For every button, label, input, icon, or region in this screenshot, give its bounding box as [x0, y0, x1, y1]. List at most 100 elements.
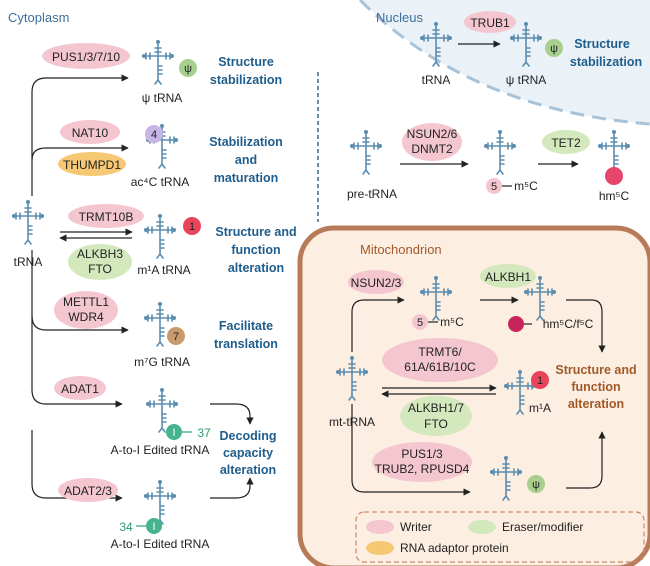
mito-connector-up: [351, 296, 405, 352]
mito-effect-arrow-top: [566, 299, 606, 353]
mito-pus-enzyme-1: PUS1/3: [401, 447, 443, 461]
cyto-trmt-eraser-1: ALKBH3: [77, 247, 123, 261]
cytoplasm-label: Cytoplasm: [8, 10, 69, 25]
cyto-pus-mark: [179, 59, 197, 77]
nuc-tet-mark: [605, 167, 623, 185]
nucleus-label: Nucleus: [376, 10, 423, 25]
cyto-adat1-enzyme: ADAT1: [61, 382, 99, 396]
mito-pus-enzyme-2: TRUB2, RPUSD4: [375, 462, 470, 476]
cyto-trmt-effect-2: function: [231, 243, 280, 257]
cyto-pus-mark-label: ψ: [184, 63, 192, 75]
cyto-nat-writer: [60, 120, 120, 144]
nucleus-envelope: [358, 0, 650, 126]
cyto-connector-adat1: [31, 389, 123, 408]
nuc-tet-eraser: [542, 130, 590, 154]
mito-alkbh1-enzyme: ALKBH1: [485, 270, 531, 284]
cyto-nat-adaptor-label: THUMPD1: [63, 158, 121, 172]
cyto-connector-up: [31, 74, 129, 196]
cyto-source-trna: tRNA: [11, 199, 45, 269]
cyto-pus-enzyme: PUS1/3/7/10: [52, 50, 120, 64]
mito-effect-2: function: [571, 380, 620, 394]
cyto-nat-effect-3: maturation: [214, 171, 279, 185]
nuc-trub-effect-2: stabilization: [570, 55, 642, 69]
mito-pus-mark-label: ψ: [532, 479, 540, 491]
cyto-pus-product: ψ tRNA: [142, 91, 183, 105]
cyto-adat23-mark-label: I: [152, 521, 155, 533]
mito-nsun-mark-label: 5: [417, 317, 423, 329]
nuc-nsun-writer: [402, 123, 462, 161]
cyto-mettl-effect-1: Facilitate: [219, 319, 273, 333]
nuc-tet-enzyme: TET2: [551, 136, 581, 150]
nuc-nsun-source: pre-tRNA: [347, 187, 397, 201]
cyto-adat23-writer: [58, 478, 118, 502]
cyto-adat1-mark: [166, 424, 182, 440]
nuc-trub-enzyme: TRUB1: [470, 16, 510, 30]
cyto-adat1-writer: [54, 376, 106, 400]
mito-pus-writer: [372, 442, 472, 482]
mitochondrion-region: [297, 225, 650, 566]
nuc-nsun-mark: [486, 178, 502, 194]
cyto-adat23-position: 34: [119, 520, 133, 534]
nuc-trub-product: ψ tRNA: [506, 73, 547, 87]
mito-trmt-writer-2: 61A/61B/10C: [404, 360, 476, 374]
cyto-adat23-enzyme: ADAT2/3: [64, 484, 112, 498]
nuc-tet-product: hm⁵C: [599, 189, 630, 203]
legend-adaptor: RNA adaptor protein: [400, 541, 509, 555]
legend-adaptor-swatch: [366, 541, 394, 555]
nuc-nsun-enzyme-2: DNMT2: [411, 142, 453, 156]
mito-trmt-product: m¹A: [529, 401, 551, 415]
cyto-decoding-effect-1: Decoding: [220, 429, 277, 443]
mito-connector-down: [351, 404, 471, 496]
cyto-mettl-mark-label: 7: [173, 331, 179, 343]
mito-alkbh1-mark: [508, 316, 524, 332]
cyto-nat-effect-1: Stabilization: [209, 135, 283, 149]
mito-trmt-mark-label: 1: [537, 375, 543, 387]
nucleus-region: [360, 0, 650, 124]
cyto-decoding-effect-3: alteration: [220, 463, 276, 477]
cyto-connector-mettl: [31, 315, 129, 334]
cyto-mettl-enzyme-1: METTL1: [63, 295, 109, 309]
mito-trmt-eraser: [400, 396, 472, 436]
mito-nsun-enzyme: NSUN2/3: [351, 276, 402, 290]
cyto-trmt-writer: [68, 204, 144, 228]
cyto-trmt-writer-label: TRMT10B: [79, 210, 134, 224]
mito-trmt-eraser-1: ALKBH1/7: [408, 401, 464, 415]
cyto-nat-mark: [145, 125, 163, 143]
cyto-source-label: tRNA: [14, 255, 43, 269]
cyto-trmt-eraser: [68, 244, 132, 280]
cyto-mettl-mark: [167, 327, 185, 345]
cyto-nat-mark-label: 4: [151, 129, 157, 141]
cyto-trmt-product: m¹A tRNA: [137, 263, 190, 277]
cyto-adat1-product: A-to-I Edited tRNA: [111, 443, 210, 457]
mito-alkbh1-product: hm⁵C/f⁵C: [543, 317, 594, 331]
nuc-trub-mark-label: ψ: [550, 43, 558, 55]
nuc-trub-writer: [464, 11, 516, 33]
cyto-trmt-effect-3: alteration: [228, 261, 284, 275]
cyto-decoding-arrow-1: [210, 403, 254, 425]
mito-nsun-mark: [412, 314, 428, 330]
mito-trmt-eraser-2: FTO: [424, 417, 448, 431]
cyto-adat1-mark-label: I: [172, 427, 175, 439]
cyto-adat1-position: 37: [197, 426, 211, 440]
mito-alkbh1-eraser: [480, 264, 536, 288]
cyto-adat23-product: A-to-I Edited tRNA: [111, 537, 210, 551]
nuc-trub-source: tRNA: [422, 73, 451, 87]
cyto-decoding-arrow-2: [210, 477, 254, 499]
cyto-trmt-mark: [183, 217, 201, 235]
cyto-trmt-eraser-2: FTO: [88, 262, 112, 276]
mito-nsun-writer: [348, 270, 404, 294]
mito-nsun-mark-text: m⁵C: [440, 315, 464, 329]
mito-trmt-writer-1: TRMT6/: [418, 345, 462, 359]
cyto-decoding-effect-2: capacity: [223, 446, 273, 460]
cyto-nat-enzyme: NAT10: [72, 126, 109, 140]
legend-box: [355, 511, 645, 563]
nuc-trub-mark: [545, 39, 563, 57]
legend-eraser-swatch: [468, 520, 496, 534]
legend-writer-swatch: [366, 520, 394, 534]
nuc-nsun-mark-text: m⁵C: [514, 179, 538, 193]
cyto-pus-effect-2: stabilization: [210, 73, 282, 87]
mitochondrion-label: Mitochondrion: [360, 242, 442, 257]
cyto-connector-nat: [31, 144, 129, 161]
